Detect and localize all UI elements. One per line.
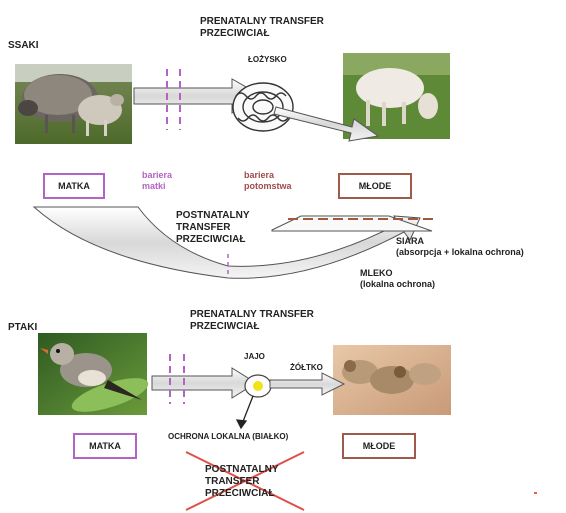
bird-young-box: MŁODE (342, 433, 416, 459)
bird-postnatal-1: POSTNATALNY (205, 464, 279, 476)
mammals-heading: SSAKI (8, 40, 39, 52)
mammal-prenatal-title-2: PRZECIWCIAŁ (200, 28, 269, 40)
bird-prenatal-arrow (152, 368, 256, 398)
bird-yolk-arrow (270, 373, 344, 395)
egg-icon (245, 375, 271, 397)
colostrum-label: SIARA (396, 236, 424, 246)
colostrum-desc: (absorpcja + lokalna ochrona) (396, 247, 524, 257)
milk-desc: (lokalna ochrona) (360, 279, 435, 289)
mammal-mother-box: MATKA (43, 173, 105, 199)
bird-prenatal-title-2: PRZECIWCIAŁ (190, 321, 259, 333)
milk-label: MLEKO (360, 268, 393, 278)
chicks-photo (333, 345, 451, 415)
mammal-young-box: MŁODE (338, 173, 412, 199)
mammal-postnatal-2: TRANSFER (176, 222, 230, 234)
yolk-label: ŻÓŁTKO (290, 363, 323, 372)
young-barrier-label-1: bariera (244, 170, 274, 180)
finch-photo (38, 333, 152, 419)
bird-postnatal-3: PRZECIWCIAŁ (205, 488, 274, 500)
mark-dot (534, 492, 537, 494)
bird-mother-box: MATKA (73, 433, 137, 459)
birds-heading: PTAKI (8, 322, 37, 334)
sheep-photo (15, 64, 132, 144)
mother-barrier-label-2: matki (142, 181, 166, 191)
local-protection-arrow (237, 396, 253, 428)
bird-postnatal-2: TRANSFER (205, 476, 259, 488)
young-barrier-label-2: potomstwa (244, 181, 292, 191)
placenta-label: ŁOŻYSKO (248, 55, 287, 64)
placenta-icon (233, 83, 293, 131)
mother-barrier-label-1: bariera (142, 170, 172, 180)
mammal-postnatal-3: PRZECIWCIAŁ (176, 234, 245, 246)
egg-label: JAJO (244, 352, 265, 361)
bird-prenatal-title-1: PRENATALNY TRANSFER (190, 309, 314, 321)
local-protection-label: OCHRONA LOKALNA (BIAŁKO) (168, 432, 288, 441)
mammal-postnatal-1: POSTNATALNY (176, 210, 250, 222)
mammal-prenatal-title-1: PRENATALNY TRANSFER (200, 16, 324, 28)
